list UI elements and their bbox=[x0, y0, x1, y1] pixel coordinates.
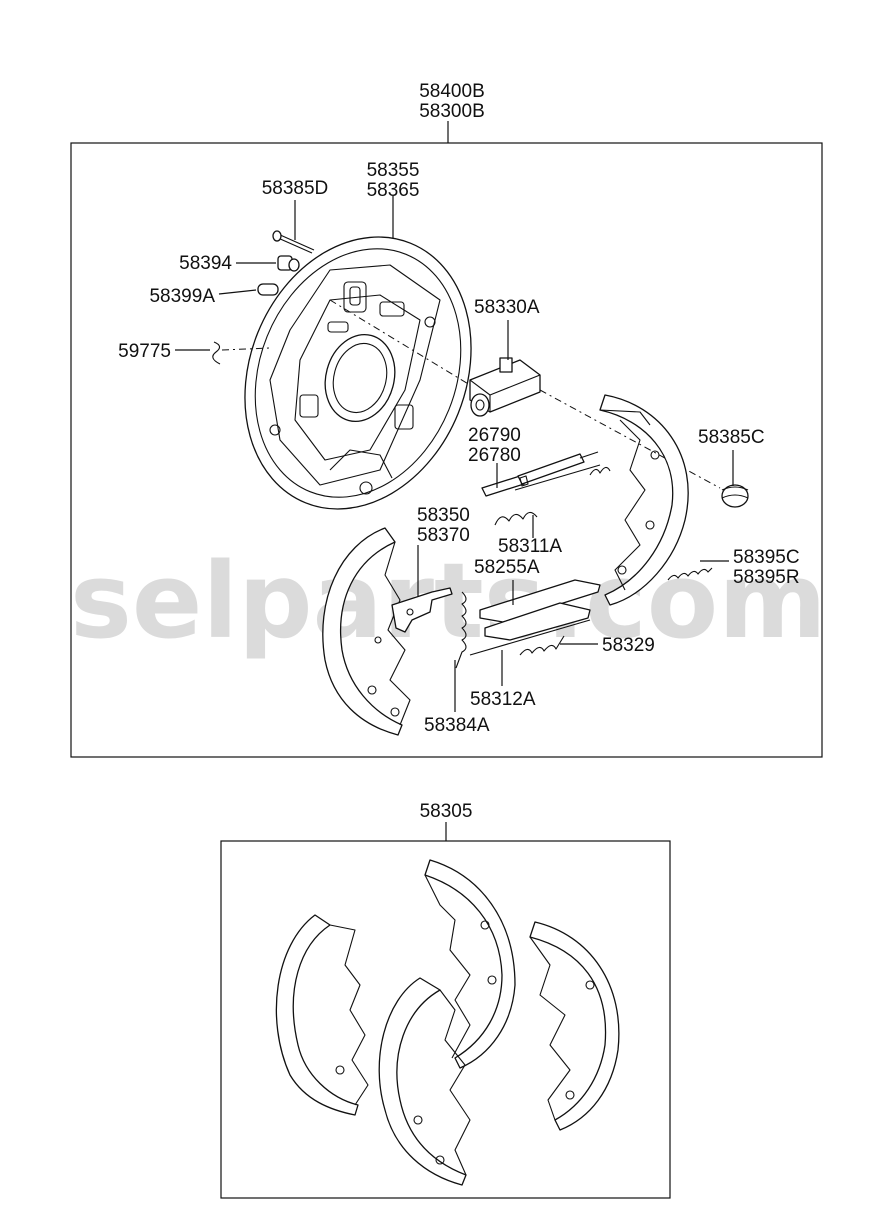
callout-p2: 58385D bbox=[262, 178, 329, 240]
alignment-line-clip bbox=[221, 347, 271, 351]
strut-bars bbox=[469, 579, 601, 656]
brake-shoe-right bbox=[599, 394, 689, 606]
callout-p4: 58399A bbox=[149, 286, 257, 307]
watermark: selparts.com bbox=[70, 540, 827, 662]
callout-p15: 58384A bbox=[424, 660, 490, 736]
kit-shoe-1 bbox=[275, 914, 369, 1116]
part-number-label: 58350 bbox=[417, 505, 470, 526]
callout-p8: 58385C bbox=[698, 427, 765, 486]
callout-p5: 59775 bbox=[118, 341, 210, 362]
part-number-label: 58394 bbox=[179, 253, 232, 274]
kit-shoe-2 bbox=[424, 859, 516, 1069]
part-number-label: 58355 bbox=[367, 160, 420, 181]
parking-lever bbox=[391, 587, 453, 633]
hold-down-cup bbox=[721, 484, 749, 508]
part-number-label: 58312A bbox=[470, 689, 536, 710]
shoe-kit-label: 58305 bbox=[420, 801, 473, 822]
adjuster-assembly bbox=[481, 451, 599, 497]
wheel-cylinder bbox=[469, 357, 541, 417]
part-number-label: 58385C bbox=[698, 427, 765, 448]
backing-bolt bbox=[272, 230, 315, 254]
part-number-label: 58255A bbox=[474, 557, 540, 578]
part-number-label: 58365 bbox=[367, 180, 420, 201]
part-number-label: 58330A bbox=[474, 297, 540, 318]
assembly-label-line-2: 58300B bbox=[419, 101, 485, 122]
callout-p13: 58329 bbox=[560, 635, 655, 656]
alignment-line-cylinder bbox=[329, 299, 471, 386]
retaining-clip bbox=[212, 341, 221, 365]
callout-p3: 58394 bbox=[179, 253, 276, 274]
upper-return-spring bbox=[494, 511, 538, 526]
callout-p14: 58312A bbox=[470, 650, 536, 710]
alignment-line-spring bbox=[539, 389, 721, 489]
backing-plug bbox=[257, 283, 279, 296]
hold-down-spring bbox=[455, 591, 467, 669]
shoe-spring-right bbox=[667, 567, 713, 581]
assembly-frame-top bbox=[70, 142, 823, 758]
adjuster-spring-hook bbox=[514, 464, 601, 491]
part-number-label: 59775 bbox=[118, 341, 171, 362]
part-number-label: 58385D bbox=[262, 178, 329, 199]
backing-plate bbox=[244, 236, 472, 510]
assembly-label-line-1: 58400B bbox=[419, 81, 485, 102]
part-number-label: 58370 bbox=[417, 525, 470, 546]
part-number-label: 26780 bbox=[468, 445, 521, 466]
lower-return-spring bbox=[519, 635, 565, 656]
leader-line bbox=[218, 289, 257, 295]
callout-p11: 58255A bbox=[474, 557, 540, 605]
kit-shoe-4 bbox=[529, 921, 620, 1131]
part-number-label: 58384A bbox=[424, 715, 490, 736]
part-number-label: 26790 bbox=[468, 425, 521, 446]
callout-p10: 58311A bbox=[498, 515, 562, 557]
part-number-label: 58399A bbox=[149, 286, 215, 307]
part-number-label: 58395C bbox=[733, 547, 800, 568]
brake-shoe-left bbox=[322, 527, 411, 736]
part-number-label: 58395R bbox=[733, 567, 800, 588]
adjuster-spring bbox=[589, 466, 611, 476]
kit-shoe-3 bbox=[378, 977, 471, 1186]
part-number-label: 58311A bbox=[498, 536, 562, 557]
bolt-nut bbox=[277, 255, 300, 272]
part-number-label: 58329 bbox=[602, 635, 655, 656]
callout-p6: 58330A bbox=[474, 297, 540, 360]
